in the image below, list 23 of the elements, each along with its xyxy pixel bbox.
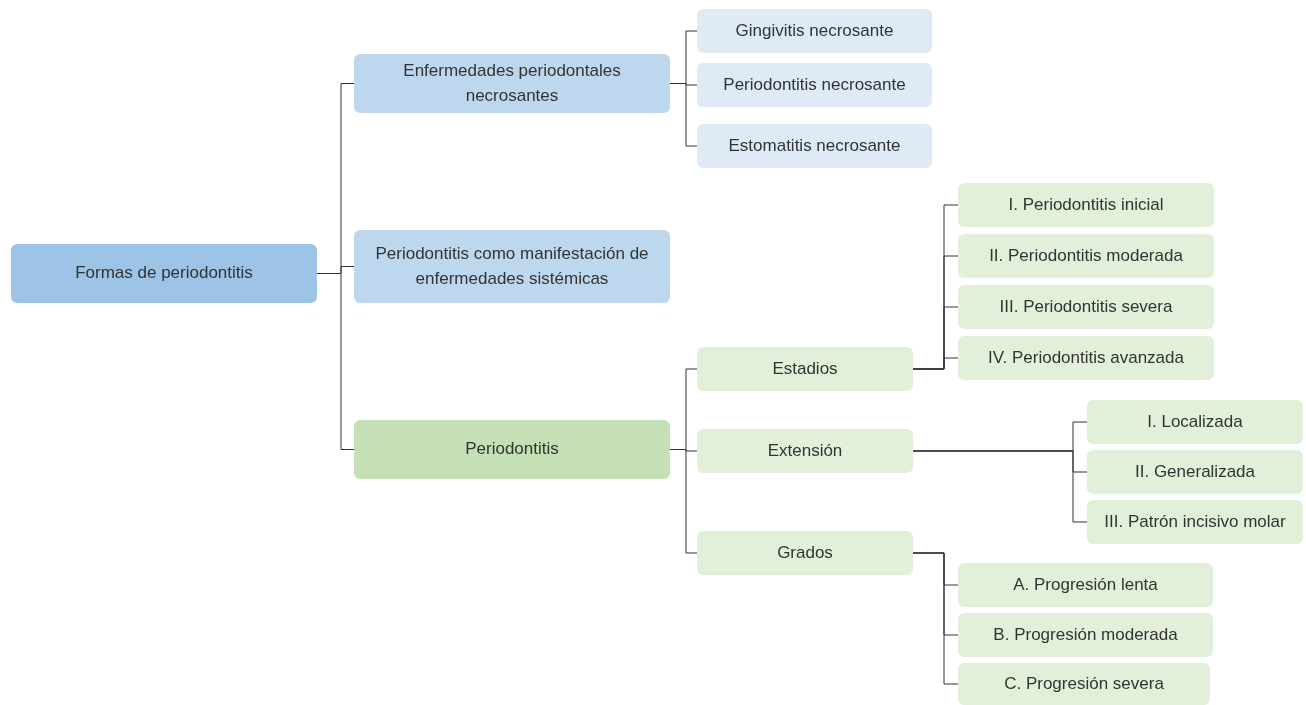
category-box: Estadios	[697, 347, 913, 391]
category-box: I. Periodontitis inicial	[958, 183, 1214, 227]
connector-line	[912, 357, 959, 370]
category-box: Extensión	[697, 429, 913, 473]
category-box: III. Periodontitis severa	[958, 285, 1214, 329]
category-box: II. Periodontitis moderada	[958, 234, 1214, 278]
category-box: Formas de periodontitis	[11, 244, 317, 303]
category-box: Estomatitis necrosante	[697, 124, 932, 168]
category-box: I. Localizada	[1087, 400, 1303, 444]
category-box: IV. Periodontitis avanzada	[958, 336, 1214, 380]
category-box: B. Progresión moderada	[958, 613, 1213, 657]
category-box: Enfermedades periodontales necrosantes	[354, 54, 670, 113]
connector-line	[912, 450, 1088, 523]
category-box: C. Progresión severa	[958, 663, 1210, 705]
category-box: III. Patrón incisivo molar	[1087, 500, 1303, 544]
category-box: Grados	[697, 531, 913, 575]
category-box: Periodontitis	[354, 420, 670, 479]
category-box: II. Generalizada	[1087, 450, 1303, 494]
category-box: Periodontitis como manifestación de enfermedades sistémicas	[354, 230, 670, 303]
category-box: Gingivitis necrosante	[697, 9, 932, 53]
category-box: A. Progresión lenta	[958, 563, 1213, 607]
category-box: Periodontitis necrosante	[697, 63, 932, 107]
connector-line	[912, 552, 959, 685]
